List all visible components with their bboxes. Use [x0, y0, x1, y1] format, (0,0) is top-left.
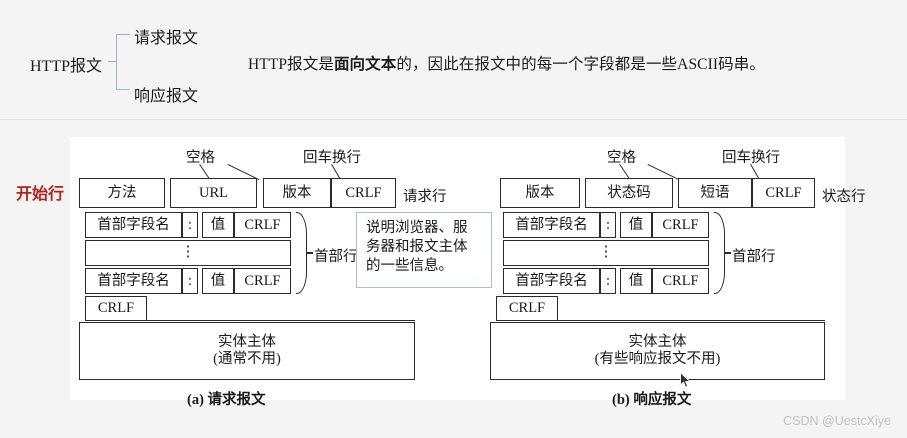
request-header-row-1-colon: : — [182, 212, 198, 238]
intro-sentence-bold: 面向文本 — [333, 56, 397, 73]
intro-sentence: HTTP报文是面向文本的，因此在报文中的每一个字段都是一些ASCII码串。 — [248, 52, 765, 74]
response-blank-line-crlf: CRLF — [496, 296, 558, 321]
callout-line-2: 务器和报文主体 — [366, 239, 468, 256]
http-message-root-label: HTTP报文 — [30, 58, 103, 75]
branch-stem-line — [108, 61, 117, 63]
response-header-group-brace-tip — [724, 252, 731, 254]
request-header-group-label: 首部行 — [314, 249, 358, 265]
section-divider — [0, 119, 907, 120]
request-header-row-2-value: 值 — [202, 268, 234, 294]
response-blank-line-extension — [558, 320, 825, 322]
branch-label-response-message: 响应报文 — [134, 88, 199, 105]
request-header-row-2-crlf: CRLF — [234, 268, 291, 294]
request-header-row-2-colon: : — [182, 268, 198, 294]
request-line-cell-version: 版本 — [263, 178, 331, 208]
status-line-cell-crlf: CRLF — [752, 178, 815, 208]
response-header-row-2-name: 首部字段名 — [503, 268, 600, 294]
intro-sentence-part1: HTTP报文是 — [248, 56, 334, 73]
response-header-row-1-crlf: CRLF — [652, 212, 709, 238]
request-entity-body-note: (通常不用) — [213, 351, 281, 367]
response-header-row-1-colon: : — [600, 212, 616, 238]
request-line-side-label: 请求行 — [403, 189, 447, 205]
response-entity-body-title: 实体主体 — [628, 334, 687, 351]
request-line-cell-crlf: CRLF — [331, 178, 396, 208]
response-message-caption: (b) 响应报文 — [612, 392, 692, 408]
intro-sentence-part2: 的，因此在报文中的每一个字段都是一些ASCII码串。 — [396, 56, 765, 73]
response-header-group-label: 首部行 — [732, 249, 776, 265]
request-line-cell-method: 方法 — [79, 178, 165, 208]
response-entity-body: 实体主体 (有些响应报文不用) — [490, 322, 825, 380]
response-header-row-2-colon: : — [600, 268, 616, 294]
annotation-space-request: 空格 — [186, 150, 215, 166]
request-line-cell-url: URL — [170, 178, 257, 208]
response-entity-body-note: (有些响应报文不用) — [594, 351, 721, 367]
request-header-row-1-name: 首部字段名 — [85, 212, 182, 238]
intro-section: HTTP报文 请求报文 响应报文 HTTP报文是面向文本的，因此在报文中的每一个… — [0, 0, 907, 120]
status-line-cell-status-code: 状态码 — [585, 178, 673, 208]
request-header-row-2-name: 首部字段名 — [85, 268, 182, 294]
request-entity-body-title: 实体主体 — [218, 334, 276, 351]
request-blank-line-extension — [147, 320, 415, 322]
response-header-rows-ellipsis: ⋮ — [503, 240, 709, 266]
callout-line-3: 的一些信息。 — [366, 258, 453, 275]
status-line-cell-phrase: 短语 — [678, 178, 752, 208]
response-header-row-1-value: 值 — [620, 212, 652, 238]
status-line-cell-version: 版本 — [500, 178, 580, 208]
header-explanation-callout: 说明浏览器、服 务器和报文主体 的一些信息。 — [356, 212, 492, 288]
request-message-caption: (a) 请求报文 — [187, 392, 266, 408]
response-header-row-2-crlf: CRLF — [652, 268, 709, 294]
annotation-crlf-request: 回车换行 — [303, 150, 361, 166]
annotation-crlf-response: 回车换行 — [722, 150, 780, 166]
csdn-watermark: CSDN @UestcXiye — [783, 414, 891, 428]
request-header-row-1-crlf: CRLF — [234, 212, 291, 238]
status-line-side-label: 状态行 — [822, 189, 866, 205]
response-header-row-2-value: 值 — [620, 268, 652, 294]
request-header-group-brace-tip — [306, 252, 313, 254]
request-header-rows-ellipsis: ⋮ — [85, 240, 291, 266]
mouse-cursor-icon — [680, 372, 691, 388]
annotation-space-response: 空格 — [607, 150, 636, 166]
request-blank-line-crlf: CRLF — [85, 296, 147, 321]
branch-bracket — [116, 34, 130, 90]
start-line-label: 开始行 — [16, 186, 65, 203]
callout-line-1: 说明浏览器、服 — [366, 220, 468, 236]
request-entity-body: 实体主体 (通常不用) — [79, 322, 415, 380]
response-header-row-1-name: 首部字段名 — [503, 212, 600, 238]
branch-label-request-message: 请求报文 — [134, 30, 199, 47]
request-header-row-1-value: 值 — [202, 212, 234, 238]
